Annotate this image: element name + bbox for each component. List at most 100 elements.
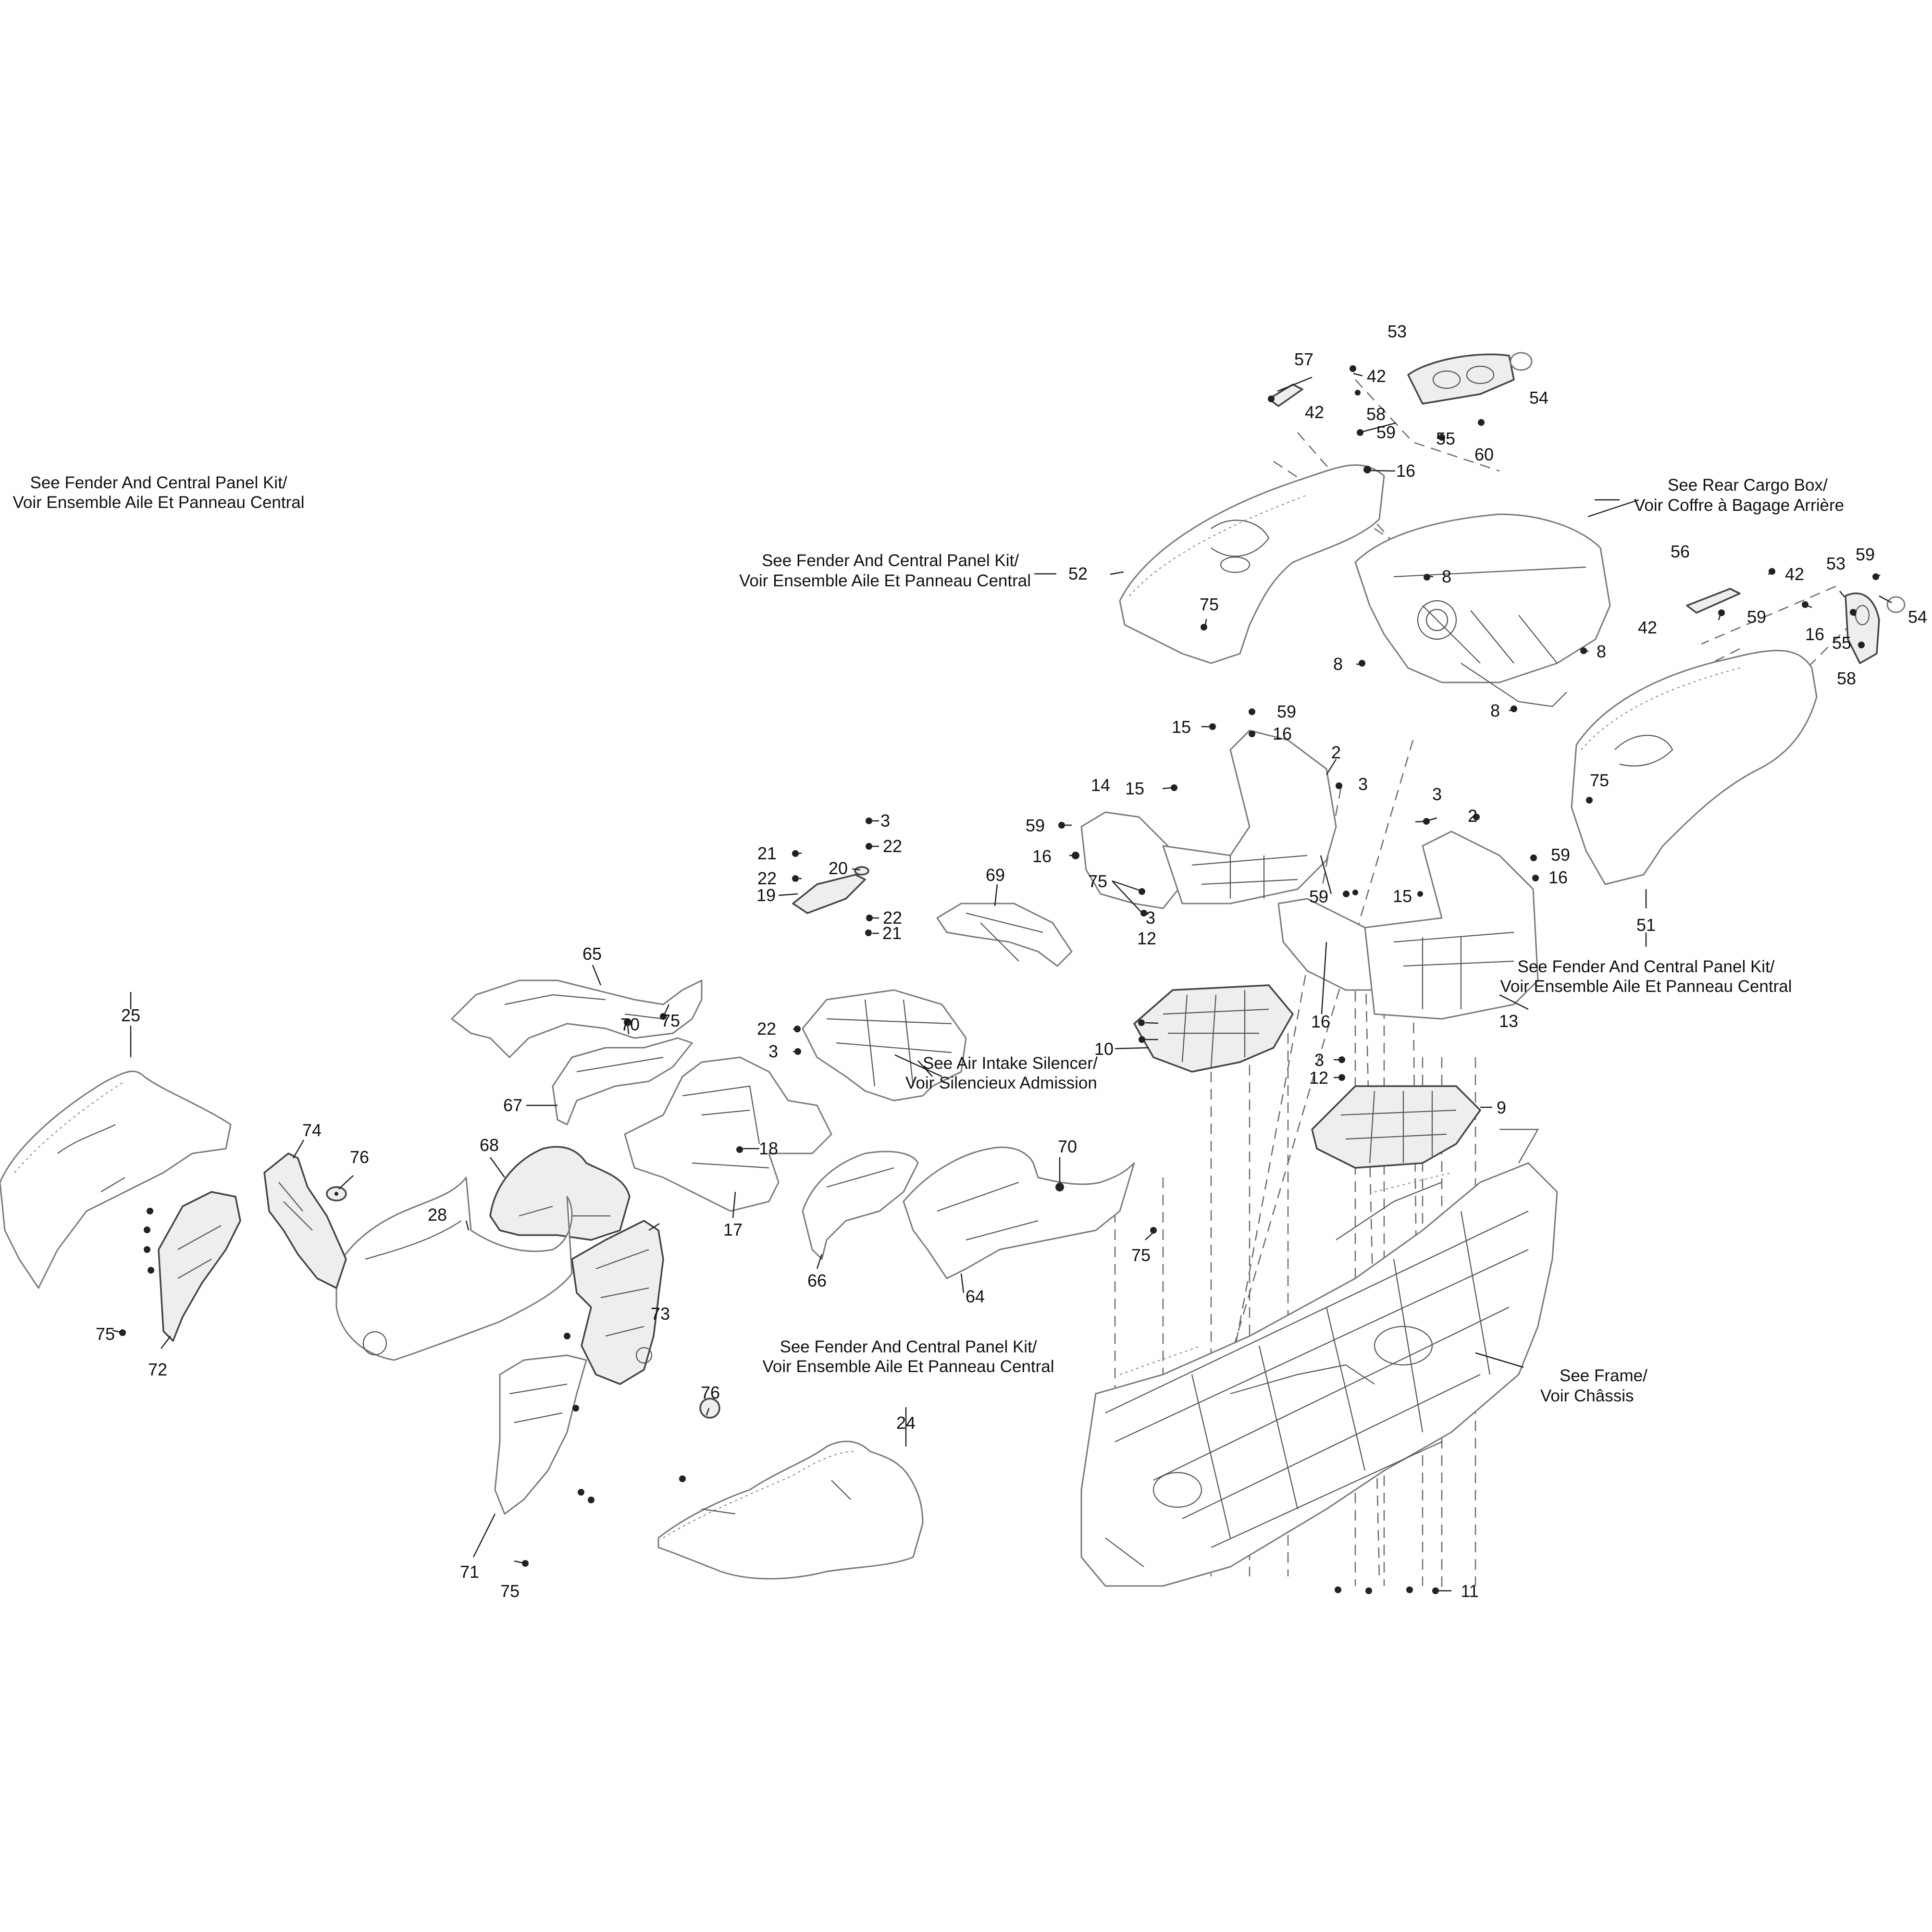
callout-57: 57 (1294, 349, 1313, 369)
console-17 (624, 1056, 832, 1212)
side-panel-66 (802, 1151, 919, 1260)
air-intake-silencer (802, 989, 967, 1102)
callout-72: 72 (148, 1360, 167, 1379)
callout-8: 8 (1597, 642, 1606, 661)
rear-fender-center (1354, 513, 1611, 707)
air-deflector-69 (936, 903, 1073, 967)
callout-22: 22 (883, 836, 902, 856)
callout-numbers: 53 57 42 42 54 58 59 55 60 16 52 75 8 8 … (96, 322, 1927, 1601)
callout-69: 69 (986, 865, 1005, 885)
callout-71: 71 (460, 1562, 479, 1582)
callout-75: 75 (500, 1581, 520, 1601)
front-fender-right-24 (657, 1440, 924, 1580)
callout-42: 42 (1367, 366, 1386, 386)
callout-8: 8 (1442, 567, 1451, 586)
callout-75: 75 (96, 1324, 115, 1344)
callout-54: 54 (1908, 607, 1927, 627)
callout-51: 51 (1636, 915, 1656, 935)
ref-fender-kit-rear-right-line1: See Fender And Central Panel Kit/ (1517, 957, 1774, 976)
callout-76: 76 (350, 1147, 369, 1167)
ref-fender-kit-front-left-line1: See Fender And Central Panel Kit/ (30, 473, 287, 492)
callout-55: 55 (1832, 633, 1851, 653)
callout-17: 17 (723, 1220, 743, 1239)
callout-12: 12 (1309, 1068, 1328, 1088)
callout-20: 20 (829, 858, 848, 878)
callout-2: 2 (1331, 743, 1341, 762)
ref-frame-line1: See Frame/ (1560, 1366, 1647, 1385)
footpeg-10 (1133, 984, 1294, 1073)
callout-8: 8 (1333, 654, 1343, 674)
callout-55: 55 (1436, 429, 1455, 448)
callout-68: 68 (480, 1135, 499, 1155)
front-panel-65 (451, 979, 703, 1058)
callout-16: 16 (1311, 1012, 1330, 1031)
rear-light-housing-53-left (1407, 353, 1515, 405)
callout-25: 25 (121, 1005, 140, 1025)
callout-18: 18 (759, 1139, 778, 1158)
leader-lines (112, 372, 1892, 1592)
rear-fender-right (1571, 650, 1818, 885)
inner-panel-73 (571, 1220, 664, 1385)
callout-21: 21 (757, 843, 777, 863)
front-fender-left-25 (0, 1070, 232, 1289)
fasteners (119, 365, 1879, 1594)
ref-fender-kit-rear-right-line2: Voir Ensemble Aile Et Panneau Central (1500, 977, 1792, 996)
plug-76-right (699, 1398, 720, 1419)
callout-59: 59 (1747, 607, 1766, 627)
callout-16: 16 (1273, 724, 1292, 743)
side-panel-64 (903, 1146, 1135, 1279)
callout-11: 11 (1461, 1581, 1478, 1601)
callout-3: 3 (1358, 774, 1368, 794)
callout-60: 60 (1474, 445, 1494, 464)
callout-16: 16 (1805, 624, 1824, 644)
callout-3: 3 (1314, 1050, 1324, 1070)
callout-42: 42 (1638, 618, 1657, 637)
callout-73: 73 (651, 1304, 670, 1324)
callout-67: 67 (503, 1095, 522, 1115)
callout-12: 12 (1137, 929, 1156, 948)
callout-76: 76 (701, 1383, 720, 1402)
callout-70: 70 (620, 1015, 640, 1034)
callout-16: 16 (1396, 461, 1415, 481)
callout-42: 42 (1305, 402, 1324, 422)
headlight-cowl-68 (489, 1146, 631, 1241)
callout-59: 59 (1376, 422, 1396, 442)
callout-59: 59 (1026, 816, 1045, 835)
callout-15: 15 (1125, 779, 1144, 798)
ref-fender-kit-rear-left-line1: See Fender And Central Panel Kit/ (762, 551, 1019, 570)
callout-56: 56 (1671, 542, 1690, 561)
inner-panel-74 (263, 1152, 347, 1289)
callout-59: 59 (1277, 702, 1296, 721)
callout-74: 74 (302, 1120, 322, 1140)
ref-rear-cargo-line1: See Rear Cargo Box/ (1668, 476, 1828, 495)
ref-fender-kit-rear-left-line2: Voir Ensemble Aile Et Panneau Central (739, 571, 1031, 590)
callout-75: 75 (1088, 871, 1107, 891)
panel-67 (552, 1037, 693, 1126)
callout-75: 75 (1200, 594, 1219, 614)
callout-3: 3 (1146, 908, 1155, 928)
callout-64: 64 (966, 1287, 985, 1306)
callout-2: 2 (1468, 806, 1477, 826)
callout-3: 3 (1432, 784, 1442, 804)
callout-28: 28 (428, 1205, 447, 1225)
callout-15: 15 (1172, 717, 1191, 737)
callout-3: 3 (768, 1041, 778, 1061)
callout-53: 53 (1387, 322, 1407, 341)
rear-light-cap-54-right (1886, 596, 1906, 613)
callout-22: 22 (757, 868, 777, 888)
footrest-left-14 (1080, 730, 1337, 909)
callout-65: 65 (582, 944, 602, 964)
inner-panel-71 (494, 1354, 587, 1515)
rear-rack-right-56 (1686, 588, 1741, 614)
ref-rear-cargo-line2: Voir Coffre à Bagage Arrière (1634, 496, 1844, 515)
callout-3: 3 (880, 811, 890, 830)
callout-59: 59 (1856, 545, 1875, 564)
footpeg-9 (1311, 1085, 1481, 1169)
callout-42: 42 (1785, 564, 1804, 584)
ref-fender-kit-front-right-line2: Voir Ensemble Aile Et Panneau Central (762, 1357, 1054, 1376)
footrest-right-13 (1277, 830, 1539, 1020)
ref-frame-line2: Voir Châssis (1540, 1387, 1634, 1405)
callout-58: 58 (1366, 404, 1386, 424)
callout-14: 14 (1091, 775, 1110, 795)
